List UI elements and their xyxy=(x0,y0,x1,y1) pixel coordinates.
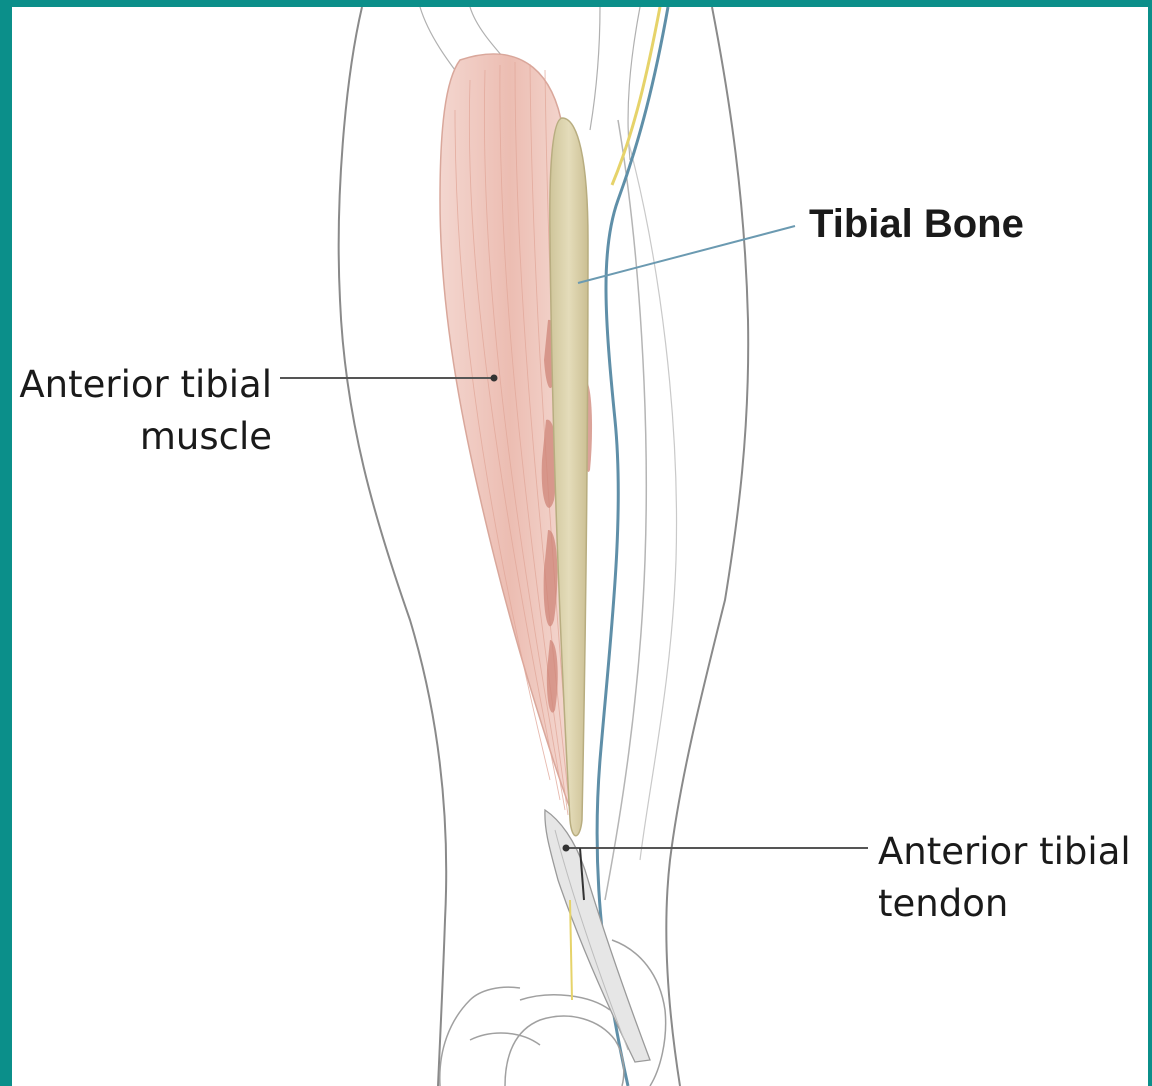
tendon-leader-dot xyxy=(563,845,570,852)
label-tibial-bone: Tibial Bone xyxy=(809,199,1024,249)
leg-outline-left xyxy=(339,7,447,1086)
diagram-frame: Tibial Bone Anterior tibial muscle Anter… xyxy=(12,7,1148,1086)
leg-outline-right xyxy=(666,7,748,1086)
label-anterior-tibial-tendon-line2: tendon xyxy=(878,879,1008,929)
label-anterior-tibial-muscle-line2: muscle xyxy=(12,412,272,462)
label-anterior-tibial-muscle-line1: Anterior tibial xyxy=(12,360,272,410)
fibula-outline xyxy=(605,120,646,900)
label-anterior-tibial-tendon-line1: Anterior tibial xyxy=(878,827,1131,877)
vessel-blue xyxy=(597,7,668,1086)
muscle-leader-dot xyxy=(491,375,498,382)
